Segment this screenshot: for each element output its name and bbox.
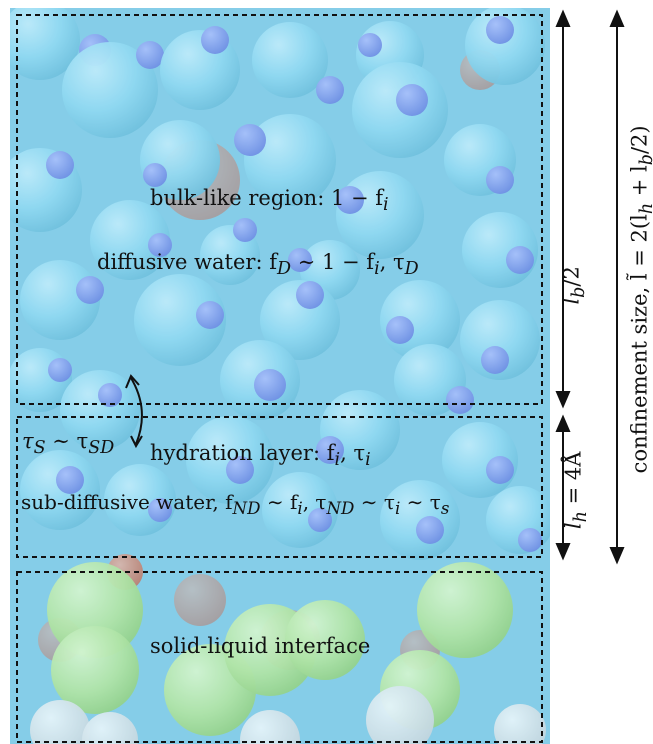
water-hydrogen-sphere: [486, 16, 514, 44]
water-hydrogen-sphere: [358, 33, 382, 57]
tau-exchange-label: τS ∼ τSD: [22, 429, 115, 459]
water-hydrogen-sphere: [76, 276, 104, 304]
molecules-layer: [10, 8, 550, 744]
solid-white-sphere: [240, 710, 300, 744]
water-hydrogen-sphere: [296, 281, 324, 309]
water-hydrogen-sphere: [226, 456, 254, 484]
water-hydrogen-sphere: [316, 76, 344, 104]
water-hydrogen-sphere: [486, 166, 514, 194]
solid-white-sphere: [494, 704, 546, 744]
water-hydrogen-sphere: [46, 151, 74, 179]
water-oxygen-sphere: [460, 300, 540, 380]
water-oxygen-sphere: [134, 274, 226, 366]
water-hydrogen-sphere: [233, 218, 257, 242]
dimension-arrows: [555, 9, 625, 565]
water-oxygen-sphere: [20, 260, 100, 340]
hydration-layer-box: [16, 416, 543, 558]
solid-green-sphere: [51, 626, 139, 714]
water-hydrogen-sphere: [254, 369, 286, 401]
water-hydrogen-sphere: [386, 316, 414, 344]
solid-green-sphere: [285, 600, 365, 680]
water-hydrogen-sphere: [234, 124, 266, 156]
water-hydrogen-sphere: [416, 516, 444, 544]
water-hydrogen-sphere: [143, 163, 167, 187]
solid-white-sphere: [30, 700, 90, 744]
water-oxygen-sphere: [20, 450, 100, 530]
water-hydrogen-sphere: [308, 508, 332, 532]
bulk-region-title: bulk-like region: 1 − fi: [150, 186, 389, 216]
water-oxygen-sphere: [252, 22, 328, 98]
water-hydrogen-sphere: [336, 186, 364, 214]
water-hydrogen-sphere: [316, 436, 344, 464]
water-hydrogen-sphere: [48, 358, 72, 382]
interface-box: [16, 571, 543, 743]
interface-title: solid-liquid interface: [150, 634, 371, 658]
sub-diffusive-water-label: sub-diffusive water, fND ∼ fi, τND ∼ τi …: [21, 490, 450, 518]
water-hydrogen-sphere: [196, 301, 224, 329]
water-hydrogen-sphere: [56, 466, 84, 494]
water-oxygen-sphere: [62, 42, 158, 138]
exchange-arrow: [125, 374, 143, 449]
confinement-size-label: confinement size, l̃ = 2(lh + lb/2): [627, 125, 653, 474]
bulk-half-label: lb/2: [559, 266, 589, 305]
water-hydrogen-sphere: [136, 41, 164, 69]
water-hydrogen-sphere: [98, 383, 122, 407]
hydration-thickness-label: lh = 4Å: [561, 451, 591, 530]
water-oxygen-sphere: [380, 480, 460, 560]
bulk-region-box: [16, 14, 543, 405]
water-hydrogen-sphere: [288, 248, 312, 272]
solid-green-sphere: [417, 562, 513, 658]
diffusive-water-label: diffusive water: fD ∼ 1 − fi, τD: [97, 250, 419, 280]
water-hydrogen-sphere: [148, 498, 172, 522]
water-hydrogen-sphere: [518, 528, 542, 552]
water-hydrogen-sphere: [201, 26, 229, 54]
water-hydrogen-sphere: [506, 246, 534, 274]
hydration-layer-title: hydration layer: fi, τi: [150, 441, 371, 471]
water-oxygen-sphere: [465, 8, 545, 85]
water-oxygen-sphere: [10, 8, 80, 80]
water-oxygen-sphere: [90, 200, 170, 280]
water-hydrogen-sphere: [486, 456, 514, 484]
water-hydrogen-sphere: [396, 84, 428, 116]
water-oxygen-sphere: [186, 416, 274, 504]
accent-sphere: [174, 574, 226, 626]
fade-overlay: [10, 8, 550, 744]
solid-white-sphere: [82, 712, 138, 744]
water-hydrogen-sphere: [446, 386, 474, 414]
water-oxygen-sphere: [244, 114, 336, 206]
water-hydrogen-sphere: [148, 233, 172, 257]
solid-white-sphere: [366, 686, 434, 744]
water-hydrogen-sphere: [481, 346, 509, 374]
